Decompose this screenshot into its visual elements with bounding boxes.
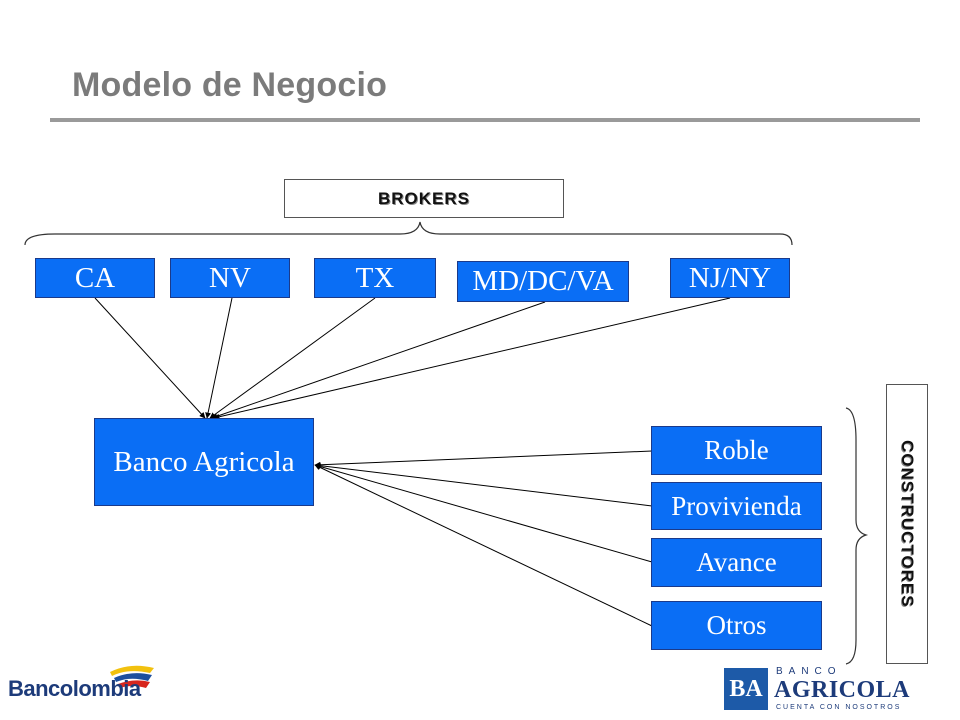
broker-node-md-dc-va: MD/DC/VA [457,261,629,302]
arrow-otros [314,464,653,627]
constructor-node-otros: Otros [651,601,822,650]
constructor-node-avance-label: Avance [696,547,777,577]
arrow-provivienda [314,462,653,507]
page-title: Modelo de Negocio [72,66,388,104]
arrow-nv [205,297,233,419]
banco-agricola-wordmark: AGRICOLA [774,677,911,703]
banco-agricola-tagline: CUENTA CON NOSOTROS [776,704,902,711]
constructores-brace [845,407,869,665]
brokers-label: BROKERS [377,188,470,208]
broker-node-tx: TX [314,258,436,298]
constructores-label-box: CONSTRUCTORES [886,384,928,664]
brokers-brace [24,221,793,246]
constructor-node-otros-label: Otros [706,610,767,640]
broker-node-ca-label: CA [74,261,116,294]
broker-node-ca: CA [35,258,155,298]
banco-agricola-mark-icon: BA [724,668,768,710]
broker-node-nv-label: NV [209,261,251,294]
arrow-roble [314,450,653,468]
broker-node-tx-label: TX [355,261,395,294]
title-underline [50,118,920,122]
bancolombia-flag-icon [110,665,154,688]
bancolombia-logo: Bancolombia [8,662,160,718]
constructor-node-avance: Avance [651,538,822,587]
arrow-tx [209,297,376,419]
arrow-nj [213,297,731,420]
constructor-node-roble-label: Roble [704,435,769,465]
banco-agricola-node-label: Banco Agricola [113,445,295,478]
banco-agricola-node: Banco Agricola [94,418,314,506]
constructor-node-roble: Roble [651,426,822,475]
banco-agricola-top-text: BANCO [776,666,842,677]
arrow-md [211,301,546,420]
constructores-label: CONSTRUCTORES [898,440,917,608]
broker-node-nj-ny-label: NJ/NY [688,261,772,294]
bancolombia-wordmark: Bancolombia [8,676,141,701]
banco-agricola-logo: BA BANCO AGRICOLA CUENTA CON NOSOTROS [718,662,918,718]
broker-node-nv: NV [170,258,290,298]
arrow-avance [314,463,653,563]
arrow-ca [94,297,206,419]
constructor-node-provivienda-label: Provivienda [671,490,802,521]
broker-node-md-dc-va-label: MD/DC/VA [472,265,614,297]
constructor-node-provivienda: Provivienda [651,482,822,530]
brokers-label-box: BROKERS [284,179,564,218]
broker-node-nj-ny: NJ/NY [670,258,790,298]
